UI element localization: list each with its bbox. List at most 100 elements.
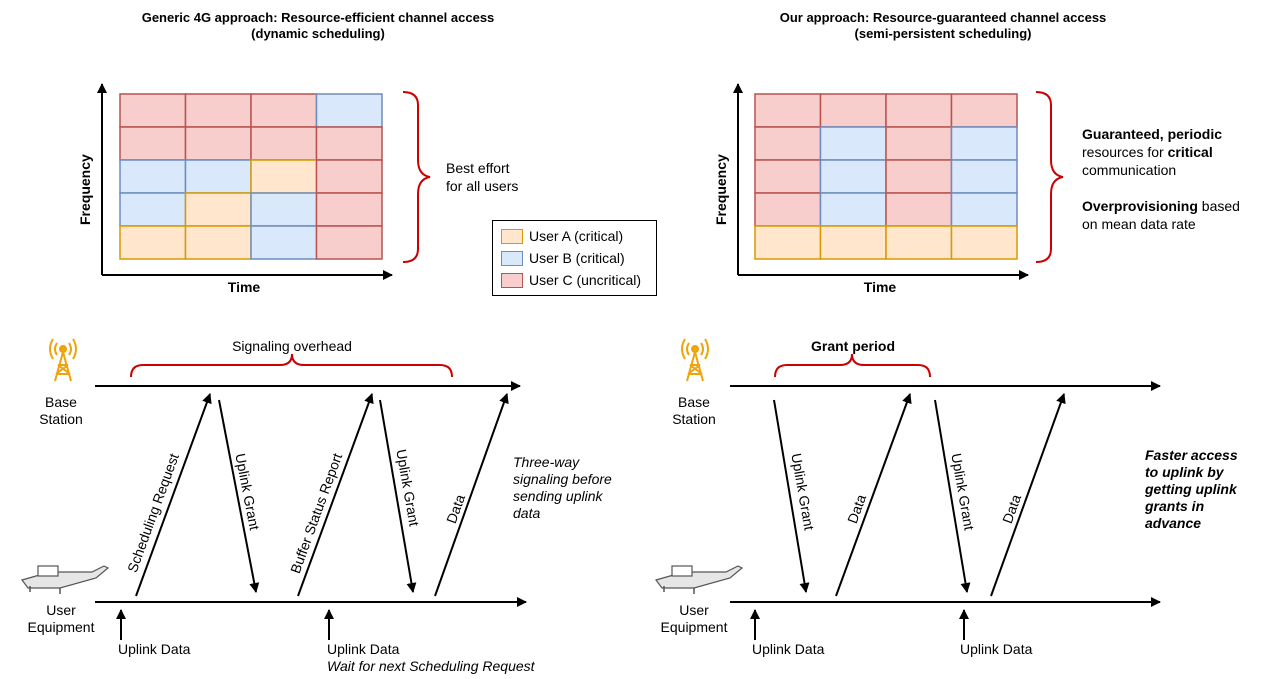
base-station-label-left-1: Base bbox=[45, 394, 77, 410]
user-equipment-label-right-1: User bbox=[679, 602, 709, 618]
overprovisioning-plain: based bbox=[1197, 198, 1240, 214]
three-way-note-line4: data bbox=[513, 505, 541, 521]
resource-block-user-b bbox=[819, 126, 887, 161]
best-effort-note-line1: Best effort bbox=[446, 160, 510, 176]
resource-block-user-c bbox=[885, 159, 953, 194]
uplink-data-label: Uplink Data bbox=[960, 641, 1033, 657]
resource-block-user-c bbox=[950, 93, 1018, 128]
uav-drone-icon bbox=[654, 565, 744, 594]
three-way-note-line3: sending uplink bbox=[513, 488, 603, 504]
resource-block-user-c bbox=[315, 192, 383, 227]
resource-block-user-b bbox=[950, 159, 1018, 194]
user-equipment-label-left-1: User bbox=[46, 602, 76, 618]
legend-swatch-user-c bbox=[501, 272, 523, 288]
resource-block-user-c bbox=[315, 225, 383, 260]
resource-block-user-b bbox=[184, 159, 252, 194]
faster-access-note-line4: grants in bbox=[1145, 498, 1205, 514]
faster-access-note-line2: to uplink by bbox=[1145, 464, 1224, 480]
resource-block-user-a bbox=[184, 225, 252, 260]
overprovisioning-bold: Overprovisioning bbox=[1082, 198, 1198, 214]
uplink-data-label: Uplink Data bbox=[118, 641, 191, 657]
resource-block-user-a bbox=[184, 192, 252, 227]
resource-block-user-a bbox=[250, 159, 318, 194]
left-message-arrows bbox=[135, 393, 509, 597]
brace-grant-period bbox=[774, 353, 931, 378]
guaranteed-note-bold2: critical bbox=[1167, 144, 1213, 160]
resource-grid-left bbox=[119, 93, 383, 260]
right-x-axis-label: Time bbox=[863, 279, 897, 295]
resource-block-user-a bbox=[819, 225, 887, 260]
best-effort-note-line2: for all users bbox=[446, 178, 519, 194]
resource-block-user-b bbox=[819, 192, 887, 227]
three-way-note-line1: Three-way bbox=[513, 454, 580, 470]
faster-access-note-line5: advance bbox=[1145, 515, 1202, 531]
resource-block-user-b bbox=[250, 225, 318, 260]
user-equipment-label-left-2: Equipment bbox=[27, 619, 95, 635]
guaranteed-note-line1: Guaranteed, periodic bbox=[1082, 126, 1222, 143]
axes-left bbox=[97, 83, 393, 280]
resource-block-user-b bbox=[315, 93, 383, 128]
brace-guaranteed bbox=[1035, 91, 1064, 263]
right-title-line2: (semi-persistent scheduling) bbox=[854, 26, 1032, 41]
legend-label: User A (critical) bbox=[529, 227, 624, 244]
resource-block-user-c bbox=[754, 192, 822, 227]
resource-block-user-c bbox=[184, 93, 252, 128]
right-title-line1: Our approach: Resource-guaranteed channe… bbox=[779, 10, 1107, 25]
user-equipment-label-right-2: Equipment bbox=[660, 619, 728, 635]
overprovisioning-note-line2: on mean data rate bbox=[1082, 216, 1196, 232]
resource-block-user-c bbox=[754, 126, 822, 161]
resource-block-user-c bbox=[885, 126, 953, 161]
guaranteed-note-bold: Guaranteed, periodic bbox=[1082, 126, 1223, 142]
legend-swatch-user-b bbox=[501, 250, 523, 266]
resource-block-user-a bbox=[950, 225, 1018, 260]
base-station-tower-icon bbox=[681, 338, 709, 382]
grant-period-label: Grant period bbox=[810, 338, 896, 354]
faster-access-note-line3: getting uplink bbox=[1145, 481, 1237, 497]
legend-label: User B (critical) bbox=[529, 249, 625, 266]
resource-block-user-c bbox=[250, 93, 318, 128]
base-station-label-right-2: Station bbox=[672, 411, 716, 427]
resource-block-user-c bbox=[885, 93, 953, 128]
left-x-axis-label: Time bbox=[227, 279, 261, 295]
axes-right bbox=[733, 83, 1029, 280]
uplink-data-label: Uplink Data bbox=[327, 641, 400, 657]
left-title-line1: Generic 4G approach: Resource-efficient … bbox=[141, 10, 495, 25]
resource-block-user-b bbox=[819, 159, 887, 194]
resource-block-user-c bbox=[119, 126, 187, 161]
left-title-line2: (dynamic scheduling) bbox=[251, 26, 385, 41]
timelines bbox=[95, 381, 1161, 607]
resource-block-user-c bbox=[754, 93, 822, 128]
resource-block-user-b bbox=[950, 192, 1018, 227]
wait-note: Wait for next Scheduling Request bbox=[327, 658, 535, 674]
faster-access-note-line1: Faster access bbox=[1145, 447, 1238, 463]
resource-block-user-b bbox=[119, 159, 187, 194]
right-message-arrows bbox=[773, 393, 1066, 597]
signaling-overhead-label: Signaling overhead bbox=[232, 338, 352, 354]
uplink-data-label: Uplink Data bbox=[752, 641, 825, 657]
resource-grid-right bbox=[754, 93, 1018, 260]
brace-best-effort bbox=[402, 91, 431, 263]
resource-block-user-c bbox=[315, 126, 383, 161]
uav-drone-icon bbox=[20, 565, 110, 594]
resource-block-user-a bbox=[754, 225, 822, 260]
resource-block-user-c bbox=[819, 93, 887, 128]
resource-block-user-a bbox=[119, 225, 187, 260]
resource-block-user-b bbox=[119, 192, 187, 227]
legend-item-user-b: User B (critical) bbox=[501, 249, 625, 267]
resource-block-user-b bbox=[950, 126, 1018, 161]
guaranteed-note-line2: resources for critical bbox=[1082, 144, 1213, 161]
resource-block-user-b bbox=[250, 192, 318, 227]
legend: User A (critical) User B (critical) User… bbox=[492, 220, 657, 296]
resource-block-user-c bbox=[754, 159, 822, 194]
resource-block-user-c bbox=[315, 159, 383, 194]
three-way-note-line2: signaling before bbox=[513, 471, 612, 487]
brace-signaling-overhead bbox=[130, 353, 453, 378]
legend-label: User C (uncritical) bbox=[529, 271, 642, 288]
guaranteed-note-line3: communication bbox=[1082, 162, 1177, 178]
resource-block-user-c bbox=[184, 126, 252, 161]
legend-item-user-a: User A (critical) bbox=[501, 227, 623, 245]
base-station-tower-icon bbox=[49, 338, 77, 382]
resource-block-user-c bbox=[119, 93, 187, 128]
